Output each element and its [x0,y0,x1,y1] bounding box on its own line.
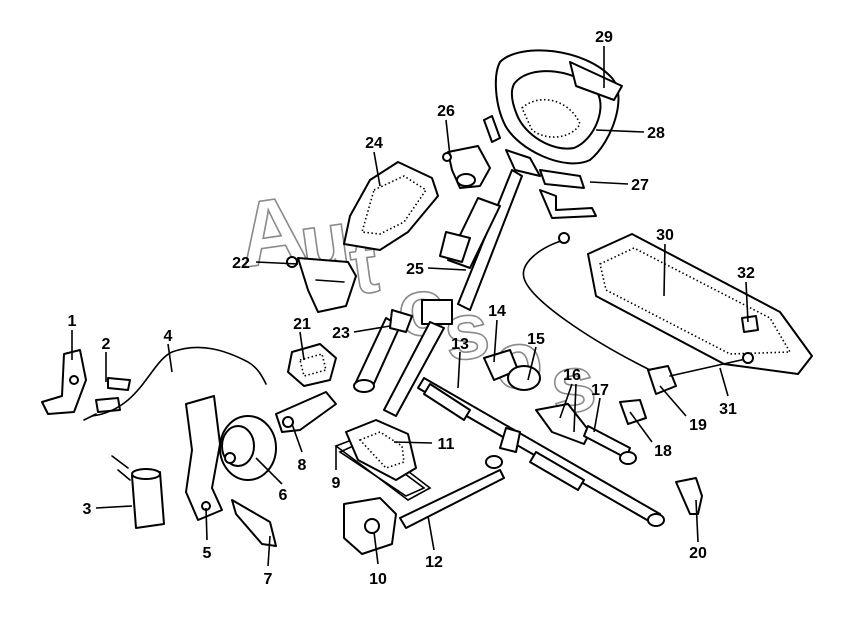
watermark-letter-a: A [231,177,311,287]
fluid-reservoir [111,455,165,529]
stabilizer-bar [522,232,754,377]
callout-28: 28 [647,125,665,142]
steering-column [383,169,523,417]
position-sensor [275,391,337,433]
callout-20: 20 [689,545,707,562]
callout-11: 11 [438,436,455,453]
callout-30: 30 [656,227,674,244]
sway-bushing [647,365,677,395]
column-connectors [483,115,597,219]
nut [741,315,759,333]
mounting-plate [185,395,223,521]
hose-fitting [95,377,131,413]
callout-22: 22 [232,255,250,272]
callout-18: 18 [654,443,672,460]
callout-9: 9 [332,475,341,492]
column-mount [345,419,417,481]
control-valve [343,497,397,555]
callout-15: 15 [527,331,545,348]
callout-10: 10 [369,571,387,588]
steering-wheel [494,49,623,165]
tie-rod-end [675,477,703,515]
callout-3: 3 [83,501,92,518]
callout-24: 24 [365,135,383,152]
callout-1: 1 [68,313,77,330]
column-bracket [343,161,439,251]
callout-7: 7 [264,571,273,588]
callout-5: 5 [203,545,212,562]
callout-12: 12 [425,554,443,571]
bushing-set [483,349,541,391]
callout-25: 25 [406,261,424,278]
callout-23: 23 [332,325,350,342]
callout-4: 4 [164,328,173,345]
callout-32: 32 [737,265,755,282]
hose-line [83,346,267,421]
steering-rack [417,377,665,527]
callout-2: 2 [102,336,111,353]
callout-8: 8 [298,457,307,474]
control-module [287,343,337,387]
column-switch [442,145,491,189]
callout-17: 17 [591,382,609,399]
shaft-boot [353,309,413,393]
callouts: 1 2 3 4 5 6 7 8 9 10 11 12 13 14 15 16 1… [68,29,755,588]
callout-27: 27 [631,177,649,194]
callout-14: 14 [488,303,506,320]
callout-6: 6 [279,487,288,504]
leader-lines [71,46,749,567]
pump-bracket [41,349,87,415]
callout-19: 19 [689,417,707,434]
rack-boot [535,403,637,465]
callout-13: 13 [451,336,469,353]
tie-rod [399,455,505,529]
callout-29: 29 [595,29,613,46]
callout-31: 31 [719,401,737,418]
callout-26: 26 [437,103,455,120]
callout-21: 21 [293,316,311,333]
callout-16: 16 [563,367,581,384]
clip [619,399,647,425]
crossmember [587,233,813,375]
